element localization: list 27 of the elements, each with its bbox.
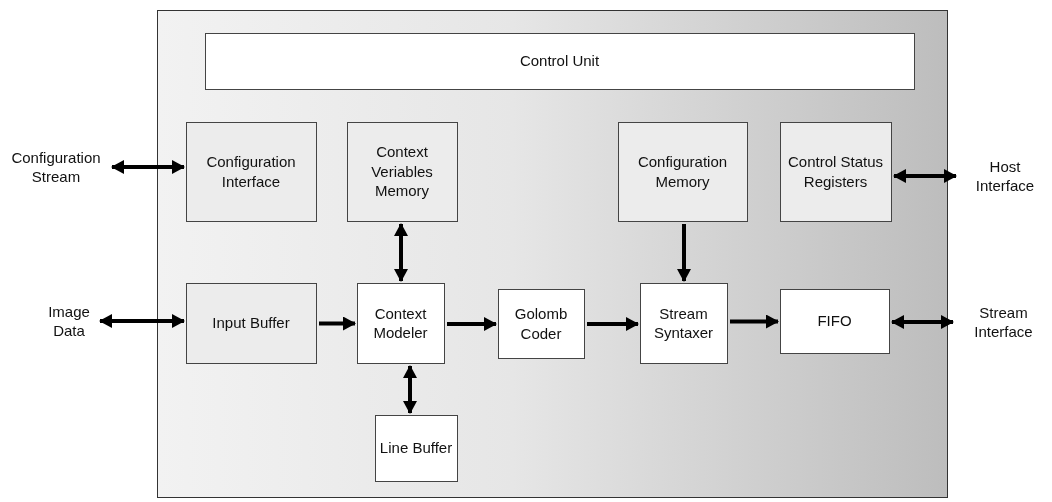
port-label: Configuration Stream [2,146,110,188]
arrow [99,314,185,328]
module-box: Control Unit [204,32,915,90]
core-block [157,10,948,498]
arrow [893,169,957,183]
arrow [319,316,356,331]
port-label: Stream Interface [955,300,1052,344]
module-box: Input Buffer [185,282,317,364]
module-box: FIFO [779,288,890,354]
arrow [587,317,639,331]
module-box: Stream Syntaxer [639,282,728,364]
port-label: Image Data [40,300,98,342]
arrow [394,223,408,282]
module-box: Configuration Memory [617,121,748,222]
arrow [677,224,691,282]
arrow [447,317,497,331]
arrow [403,365,417,414]
port-label: Host Interface [958,154,1052,198]
arrow [891,315,954,329]
module-box: Control Status Registers [779,121,892,222]
module-box: Context Modeler [356,282,445,364]
arrow [730,314,779,329]
module-box: Context Veriables Memory [346,121,458,222]
module-box: Line Buffer [374,414,458,482]
module-box: Configuration Interface [185,121,317,222]
arrow [111,160,185,174]
module-box: Golomb Coder [497,288,585,359]
